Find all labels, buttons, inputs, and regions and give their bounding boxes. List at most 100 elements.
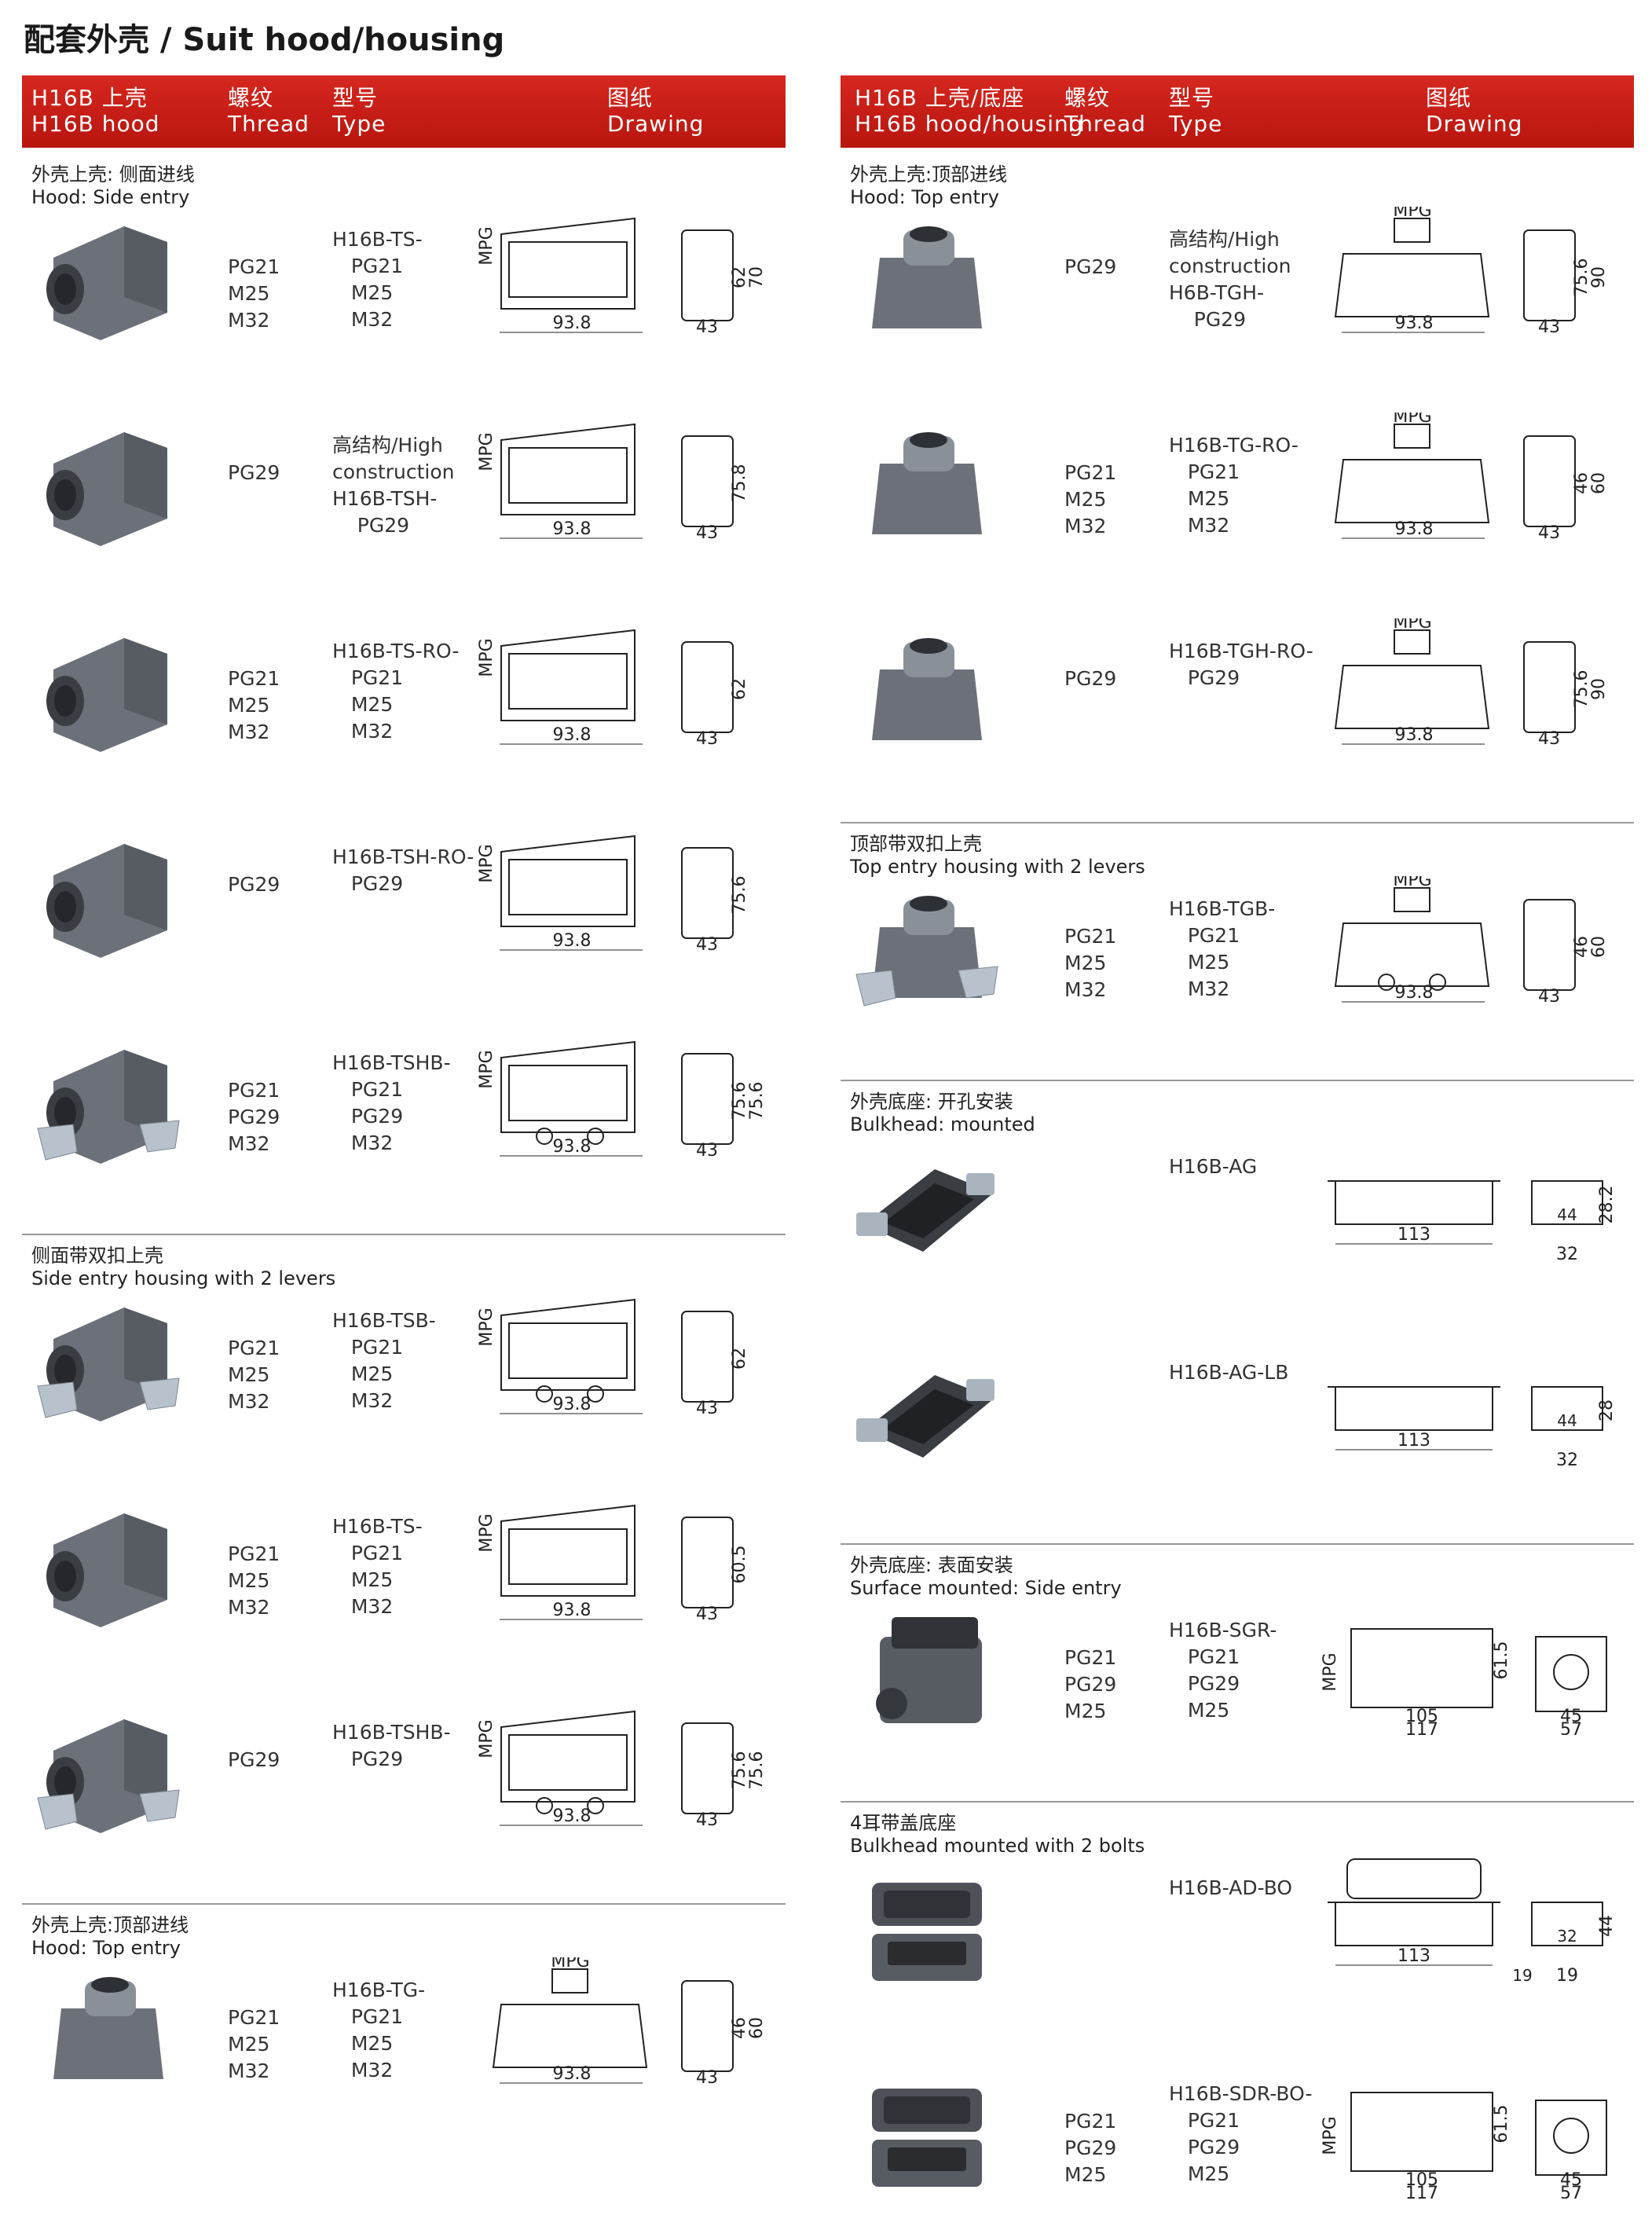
mpg-label: MPG (478, 432, 496, 471)
mpg-label: MPG (1393, 207, 1431, 221)
section-caption: 外壳上壳: 侧面进线 Hood: Side entry (31, 163, 195, 208)
mpg-label: MPG (478, 1513, 496, 1552)
product-photo (30, 1292, 187, 1429)
dimension-label: 46 (1572, 936, 1592, 958)
mpg-label: MPG (478, 226, 496, 265)
section-caption: 4耳带盖底座 Bulkhead mounted with 2 bolts (850, 1812, 1145, 1857)
product-photo (30, 828, 187, 965)
section-divider (22, 1234, 786, 1235)
type-code: H16B-AD-BO (1169, 1876, 1293, 1899)
dimension-label: 61.5 (1492, 1641, 1511, 1680)
section-caption: 顶部带双扣上壳 Top entry housing with 2 levers (850, 833, 1145, 878)
mpg-label: MPG (1321, 1652, 1340, 1691)
type-code: H16B-AG (1169, 1155, 1258, 1178)
dimension-label: 93.8 (553, 2064, 592, 2084)
dimension-label: 62 (730, 266, 749, 288)
mpg-label: MPG (1393, 413, 1431, 427)
mpg-label: MPG (478, 1308, 496, 1346)
thread-spec: PG29 (228, 1748, 280, 1771)
dimension-label: 113 (1397, 1225, 1430, 1245)
thread-spec: PG21 M25 M32 (228, 255, 280, 332)
dimension-label: 62 (730, 678, 749, 700)
product-photo (30, 1034, 187, 1171)
dimension-label: 43 (696, 317, 718, 337)
dimension-label: 93.8 (1395, 314, 1434, 333)
section-divider (841, 1801, 1634, 1803)
product-photo (30, 211, 187, 347)
product-photo (848, 2065, 1005, 2202)
header-drawing: 图纸 Drawing (1426, 85, 1523, 137)
dimension-label: 43 (696, 2068, 718, 2088)
dimension-label: 45 (1560, 2170, 1582, 2190)
mpg-label: MPG (478, 1050, 496, 1088)
dimension-label: 44 (1557, 1411, 1577, 1430)
section-divider (841, 822, 1634, 823)
header-thread: 螺纹 Thread (1064, 85, 1146, 137)
product-photo (848, 211, 1005, 347)
table-header-left: H16B 上壳 H16B hood 螺纹 Thread 型号 Type 图纸 D… (22, 75, 786, 148)
type-code: H16B-TSH-RO- PG29 (332, 845, 474, 895)
header-thread: 螺纹 Thread (228, 85, 310, 137)
dimension-label: 70 (747, 266, 767, 288)
dimension-label: 62 (730, 1348, 749, 1370)
section-caption: 外壳上壳:顶部进线 Hood: Top entry (850, 163, 1008, 208)
technical-drawing: MPG 93.8 43 62 (477, 1298, 749, 1418)
type-code: H16B-TS-RO- PG21 M25 M32 (332, 640, 460, 743)
dimension-label: 43 (696, 1399, 718, 1418)
type-code: H16B-TGB- PG21 M25 M32 (1169, 897, 1276, 1000)
mpg-label: MPG (478, 638, 496, 677)
dimension-label: 93.8 (1395, 983, 1434, 1003)
dimension-label: 46 (1572, 472, 1592, 494)
section-caption: 外壳上壳:顶部进线 Hood: Top entry (31, 1914, 189, 1959)
technical-drawing: 113 32 44 28.2 (1328, 1180, 1617, 1264)
mpg-label: MPG (1393, 876, 1431, 890)
dimension-label: 28.2 (1597, 1186, 1617, 1224)
dimension-label: 105 (1405, 2170, 1438, 2190)
right-column: H16B 上壳/底座 H16B hood/housing 螺纹 Thread 型… (841, 75, 1634, 2203)
left-column: H16B 上壳 H16B hood 螺纹 Thread 型号 Type 图纸 D… (22, 75, 786, 2088)
product-photo (848, 880, 1005, 1017)
dimension-label: 43 (696, 1605, 718, 1624)
dimension-label: 93.8 (1395, 519, 1434, 539)
product-photo (30, 1704, 187, 1840)
dimension-label: 32 (1556, 1245, 1578, 1264)
dimension-label: 43 (1538, 729, 1560, 749)
dimension-label: 75.8 (730, 464, 749, 503)
product-photo (848, 416, 1005, 553)
dimension-label: 93.8 (553, 519, 592, 539)
dimension-label: 44 (1557, 1205, 1577, 1224)
thread-spec: PG21 PG29 M32 (228, 1079, 280, 1155)
type-code: 高结构/High construction H6B-TGH- PG29 (1169, 228, 1291, 331)
mpg-label: MPG (551, 1957, 589, 1971)
section-caption: 外壳底座: 表面安装 Surface mounted: Side entry (850, 1554, 1122, 1599)
dimension-label: 117 (1405, 1720, 1438, 1735)
header-type: 型号 Type (1169, 85, 1223, 137)
header-hood: H16B 上壳 H16B hood (31, 85, 160, 137)
dimension-label: 57 (1560, 1720, 1582, 1735)
product-photo (848, 1859, 1005, 1996)
dimension-label: 43 (1538, 987, 1560, 1007)
header-type: 型号 Type (332, 85, 386, 137)
dimension-label: 61.5 (1492, 2105, 1511, 2144)
thread-spec: PG21 M25 M32 (228, 2006, 280, 2082)
product-photo (848, 1344, 1005, 1480)
dimension-label: 60.5 (730, 1546, 749, 1584)
dimension-label: 93.8 (553, 1395, 592, 1414)
dimension-label: 75.6 (1572, 670, 1592, 709)
header-drawing: 图纸 Drawing (607, 85, 705, 137)
type-code: H16B-TSHB- PG21 PG29 M32 (332, 1051, 451, 1154)
dimension-label: 105 (1405, 1707, 1438, 1726)
section-caption: 侧面带双扣上壳 Side entry housing with 2 levers (31, 1245, 336, 1289)
table-header-right: H16B 上壳/底座 H16B hood/housing 螺纹 Thread 型… (841, 75, 1634, 148)
section-divider (841, 1543, 1634, 1545)
thread-spec: PG21 PG29 M25 (1064, 1646, 1117, 1722)
